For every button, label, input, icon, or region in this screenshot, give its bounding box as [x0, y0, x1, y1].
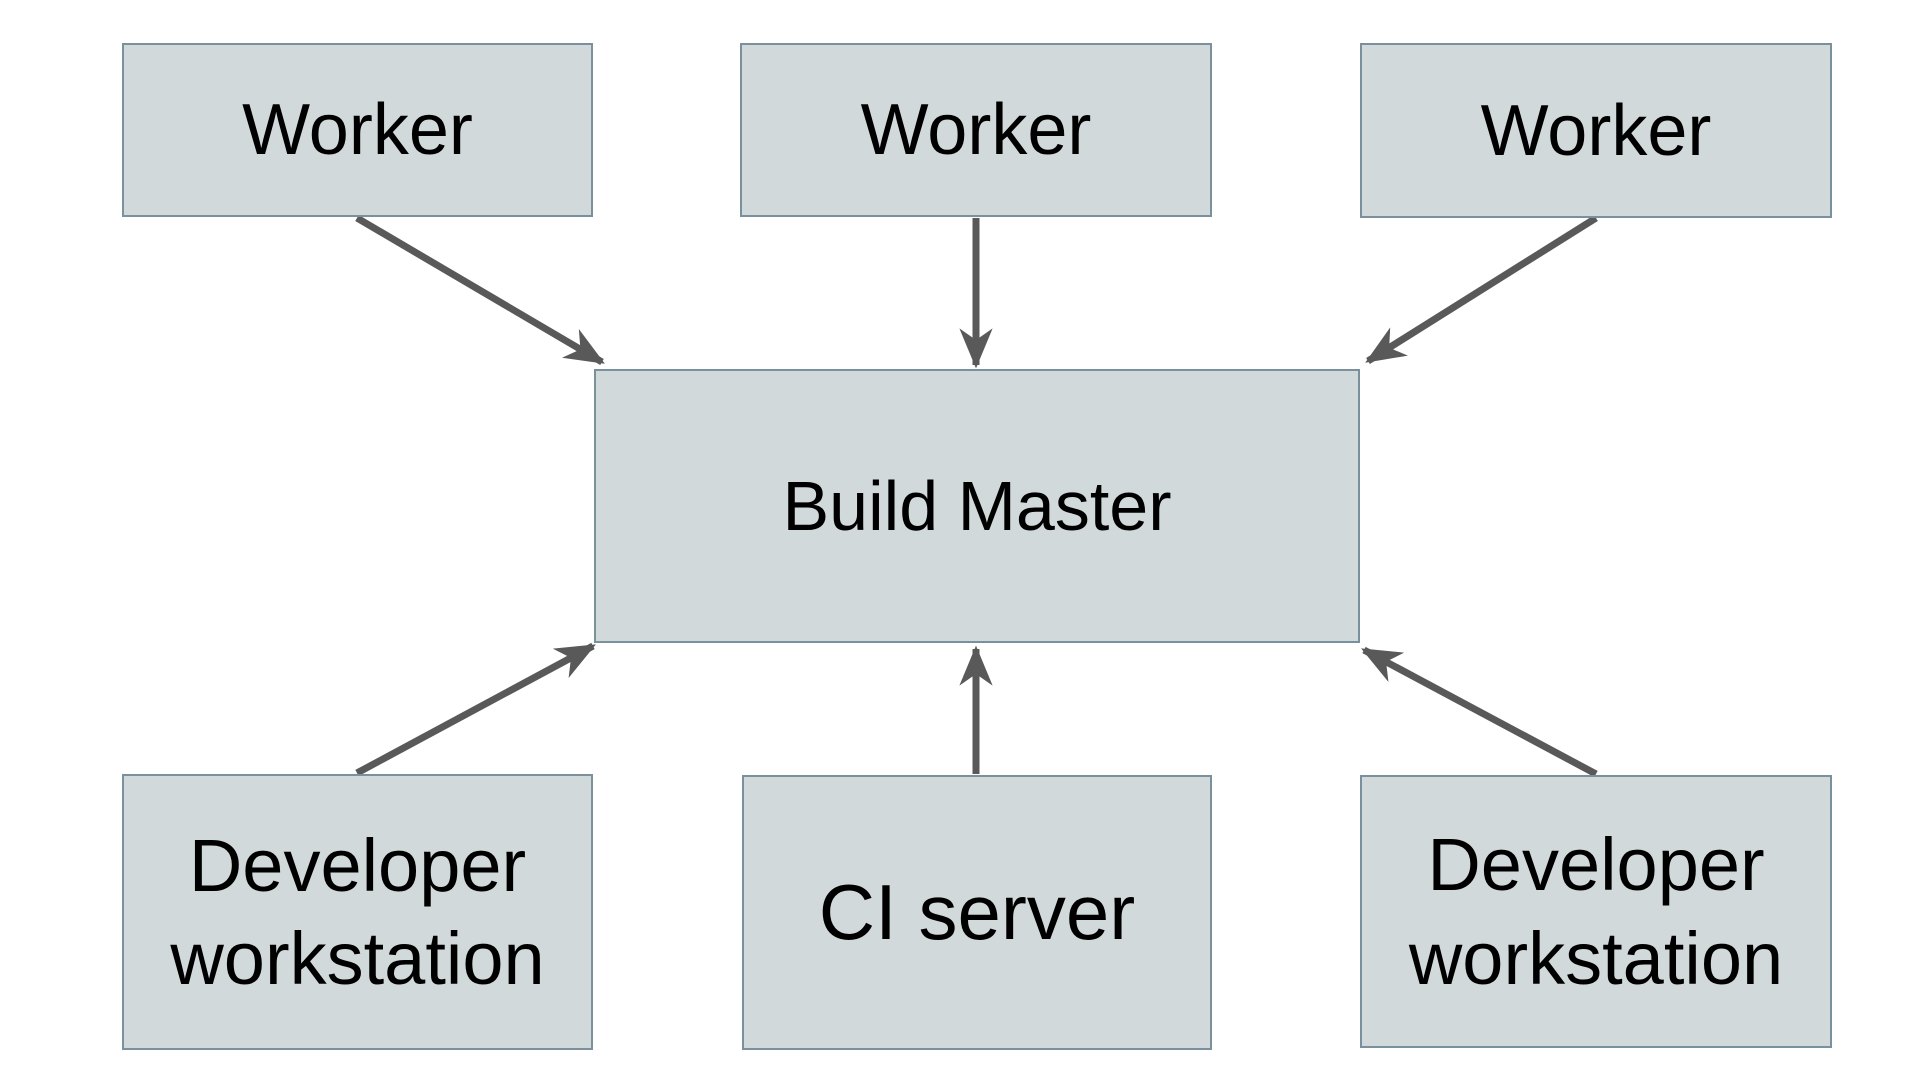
node-developer-workstation-right: Developer workstation: [1360, 775, 1832, 1048]
arrow-worker-1-to-build-master: [355, 214, 605, 366]
node-worker-3-label: Worker: [1480, 90, 1712, 171]
node-developer-workstation-left-label: Developer workstation: [170, 823, 545, 1000]
node-worker-1: Worker: [122, 43, 593, 217]
node-build-master: Build Master: [594, 369, 1360, 643]
node-worker-2-label: Worker: [860, 90, 1092, 170]
node-build-master-label: Build Master: [782, 467, 1172, 545]
arrow-developer-workstation-right-to-build-master: [1361, 646, 1598, 778]
node-worker-1-label: Worker: [242, 90, 473, 170]
arrow-worker-3-to-build-master: [1365, 215, 1598, 364]
node-worker-3: Worker: [1360, 43, 1832, 218]
node-developer-workstation-right-label: Developer workstation: [1408, 823, 1784, 1000]
node-ci-server: CI server: [742, 775, 1212, 1050]
node-worker-2: Worker: [740, 43, 1212, 217]
node-developer-workstation-left: Developer workstation: [122, 774, 593, 1050]
arrow-developer-workstation-left-to-build-master: [355, 642, 596, 777]
node-ci-server-label: CI server: [818, 868, 1136, 956]
